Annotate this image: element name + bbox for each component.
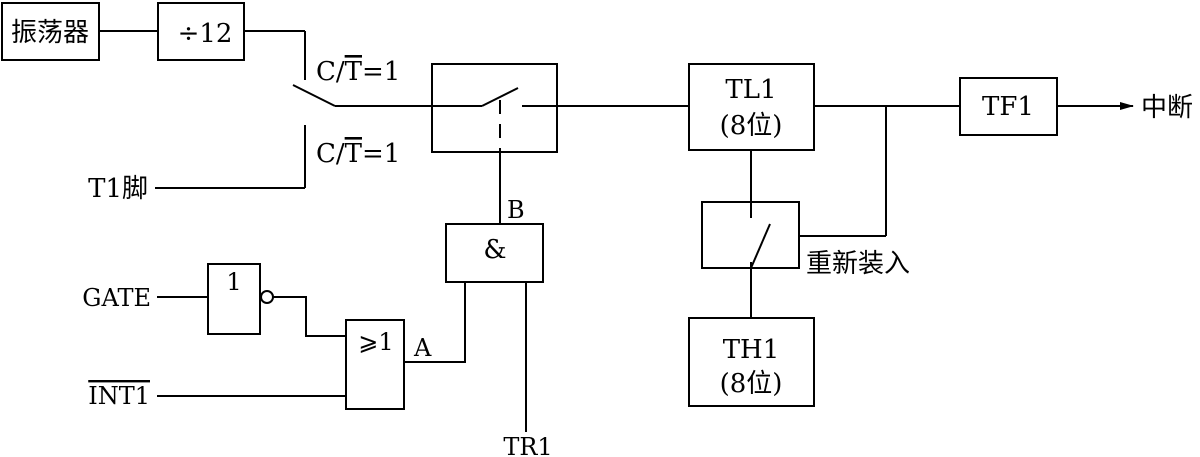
reload-switch-blade <box>750 223 771 269</box>
or-gate: ⩾1 <box>345 319 405 410</box>
th1-bits: (8位) <box>720 369 783 399</box>
tf1-flag: TF1 <box>959 77 1058 136</box>
th1-name: TH1 <box>723 335 780 365</box>
or-gate-symbol: ⩾1 <box>358 328 393 356</box>
node-a-label: A <box>413 334 432 362</box>
oscillator-label: 振荡器 <box>11 18 89 48</box>
not-gate-bubble <box>260 290 274 304</box>
reload-label: 重新装入 <box>806 249 910 279</box>
divider-label: ÷12 <box>178 19 233 49</box>
control-switch-blade <box>481 87 519 107</box>
int1-label: INT1 <box>88 382 150 410</box>
tf1-label: TF1 <box>982 92 1034 122</box>
tr1-label: TR1 <box>503 433 552 457</box>
tl1-name: TL1 <box>725 75 776 105</box>
wire-a-to-and <box>404 282 466 363</box>
t1-pin-label: T1脚 <box>88 174 148 204</box>
not-gate-symbol: 1 <box>226 268 241 296</box>
ct-switch-blade <box>292 84 336 107</box>
and-gate-symbol: & <box>483 235 506 265</box>
node-b-label: B <box>507 196 525 224</box>
divider-block: ÷12 <box>157 2 245 61</box>
tl1-register: TL1 (8位) <box>688 63 815 151</box>
and-gate: & <box>445 223 544 283</box>
reload-switch-block <box>701 150 800 269</box>
not-gate: 1 <box>207 263 274 335</box>
interrupt-label: 中断 <box>1141 93 1193 123</box>
control-switch-block <box>431 63 558 153</box>
ct-label-top: C/T=1 <box>316 57 400 87</box>
ct-label-bottom: C/T=1 <box>316 139 400 169</box>
wire-not-to-or <box>273 296 346 337</box>
th1-register: TH1 (8位) <box>688 317 815 407</box>
gate-label: GATE <box>82 284 151 312</box>
oscillator-block: 振荡器 <box>1 2 100 61</box>
tl1-bits: (8位) <box>720 111 783 141</box>
